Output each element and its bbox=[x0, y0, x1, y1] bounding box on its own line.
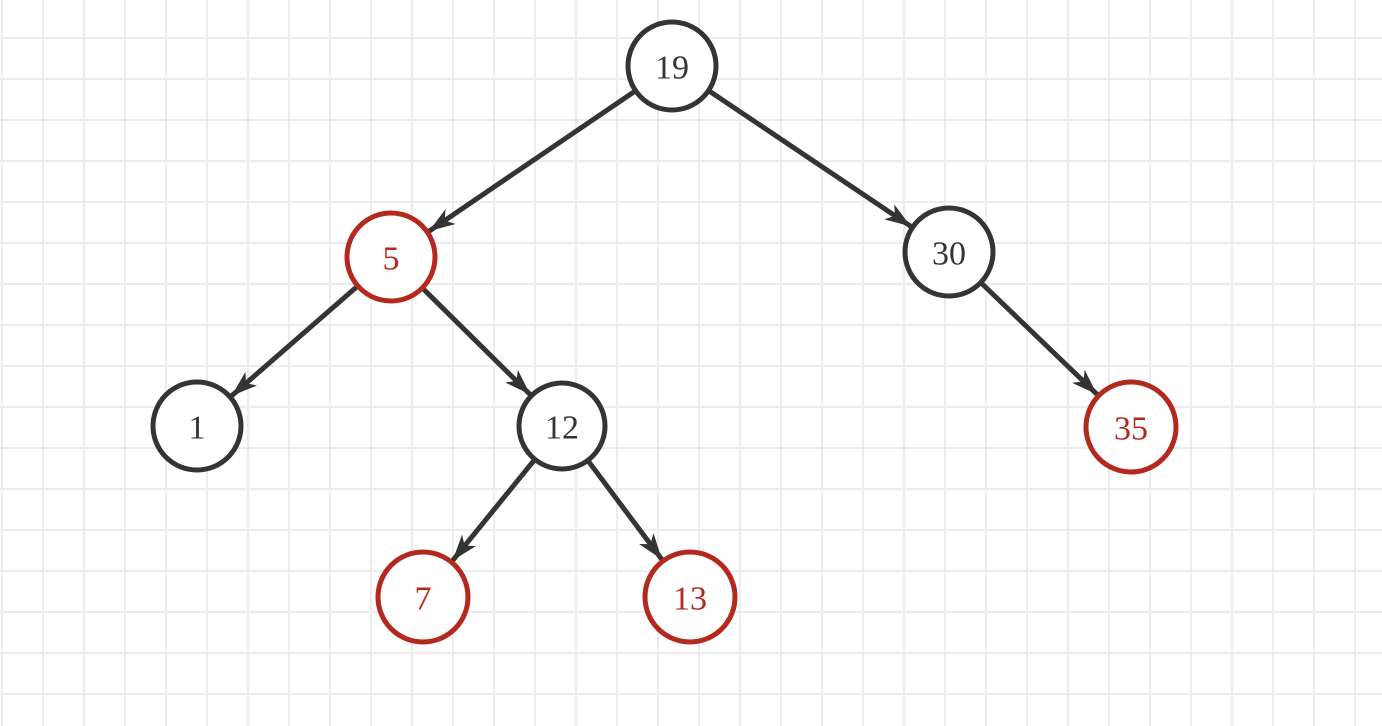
tree-node-30[interactable]: 30 bbox=[902, 205, 996, 299]
tree-edge-19-5[interactable] bbox=[427, 88, 638, 234]
node-value-12: 12 bbox=[545, 410, 579, 447]
node-value-13: 13 bbox=[673, 581, 707, 618]
nodes-layer: 19 5 30 1 12 35 7 13 bbox=[150, 19, 1179, 645]
node-circle-13[interactable] bbox=[642, 549, 738, 645]
node-value-1: 1 bbox=[189, 410, 206, 447]
node-value-30: 30 bbox=[932, 236, 966, 273]
node-value-7: 7 bbox=[415, 581, 432, 618]
tree-node-7[interactable]: 7 bbox=[375, 549, 471, 645]
tree-edge-30-35[interactable] bbox=[978, 280, 1099, 397]
node-circle-35[interactable] bbox=[1083, 379, 1179, 475]
tree-edge-5-1[interactable] bbox=[230, 284, 360, 398]
tree-edge-12-7[interactable] bbox=[450, 457, 537, 563]
node-circle-30[interactable] bbox=[902, 205, 996, 299]
node-value-35: 35 bbox=[1114, 411, 1148, 448]
node-circle-19[interactable] bbox=[625, 19, 719, 113]
node-circle-1[interactable] bbox=[150, 379, 244, 473]
tree-node-1[interactable]: 1 bbox=[150, 379, 244, 473]
node-circle-7[interactable] bbox=[375, 549, 471, 645]
tree-node-13[interactable]: 13 bbox=[642, 549, 738, 645]
edges-layer bbox=[230, 88, 1099, 563]
node-value-19: 19 bbox=[655, 50, 689, 87]
node-circle-12[interactable] bbox=[516, 380, 608, 472]
tree-edge-5-12[interactable] bbox=[420, 286, 532, 397]
tree-edge-12-13[interactable] bbox=[585, 458, 664, 561]
tree-node-35[interactable]: 35 bbox=[1083, 379, 1179, 475]
tree-edge-19-30[interactable] bbox=[707, 88, 913, 229]
node-value-5: 5 bbox=[383, 241, 400, 278]
tree-node-12[interactable]: 12 bbox=[516, 380, 608, 472]
tree-node-5[interactable]: 5 bbox=[344, 210, 438, 304]
tree-node-19[interactable]: 19 bbox=[625, 19, 719, 113]
node-circle-5[interactable] bbox=[344, 210, 438, 304]
